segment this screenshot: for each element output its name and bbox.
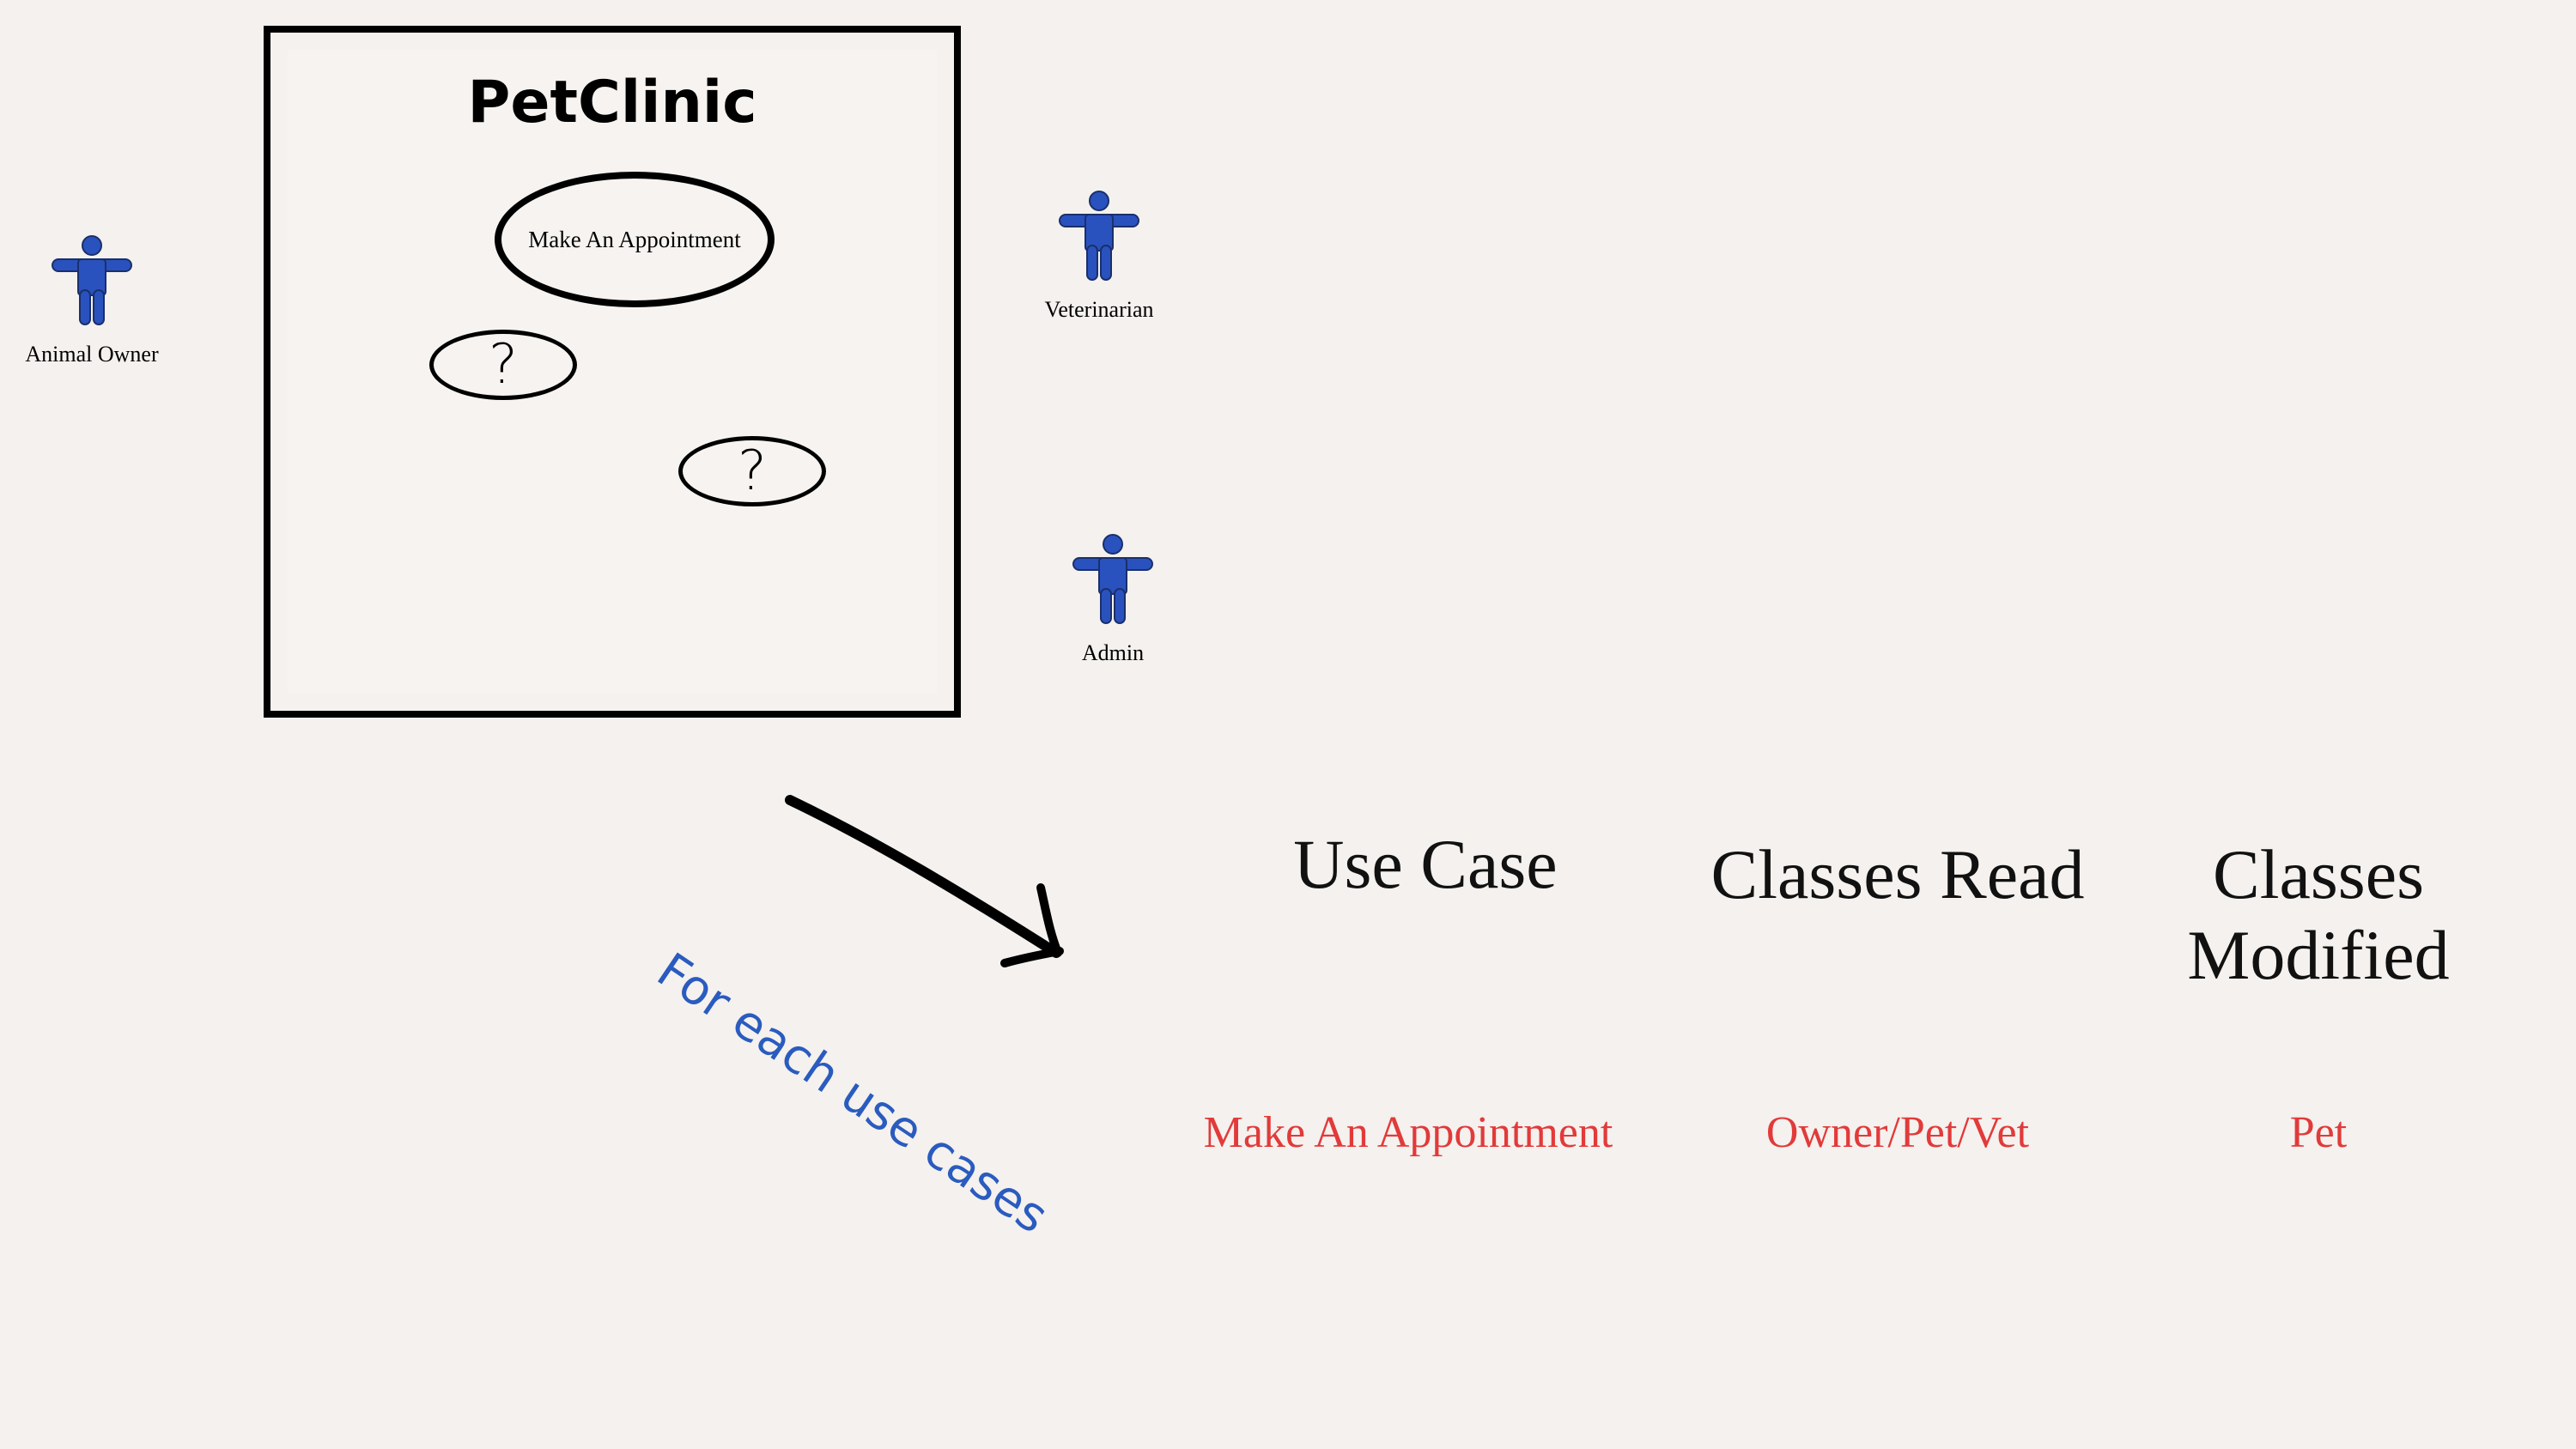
cell-classes-modified: Pet — [2289, 1108, 2348, 1157]
system-boundary-inner — [288, 50, 937, 694]
actor-label: Admin — [1081, 640, 1145, 665]
use-case-unknown-2: ? — [678, 436, 826, 506]
system-boundary: PetClinic — [264, 26, 961, 718]
system-title: PetClinic — [467, 69, 757, 136]
column-header-use-case: Use Case — [1293, 825, 1558, 903]
actor-veterinarian: Veterinarian — [1013, 189, 1185, 323]
use-case-label: ? — [489, 333, 518, 397]
cell-use-case: Make An Appointment — [1203, 1108, 1613, 1157]
actor-label: Animal Owner — [25, 342, 159, 367]
use-case-label: Make An Appointment — [528, 226, 741, 252]
annotation-text: For each use cases — [647, 943, 1058, 1245]
column-header-classes-read: Classes Read — [1710, 835, 2085, 913]
arrow-icon — [785, 795, 1064, 967]
use-case-label: ? — [738, 440, 767, 503]
use-case-unknown-1: ? — [429, 330, 577, 400]
actor-label: Veterinarian — [1044, 297, 1154, 322]
actor-stick-figure-icon — [1059, 191, 1139, 281]
actor-animal-owner: Animal Owner — [2, 233, 182, 367]
column-header-classes-modified: Classes Modified — [2187, 835, 2450, 995]
use-case-make-appointment: Make An Appointment — [495, 172, 775, 307]
actor-admin: Admin — [1027, 532, 1199, 666]
actor-stick-figure-icon — [1072, 534, 1153, 624]
cell-classes-read: Owner/Pet/Vet — [1765, 1108, 2030, 1157]
actor-stick-figure-icon — [52, 235, 132, 325]
